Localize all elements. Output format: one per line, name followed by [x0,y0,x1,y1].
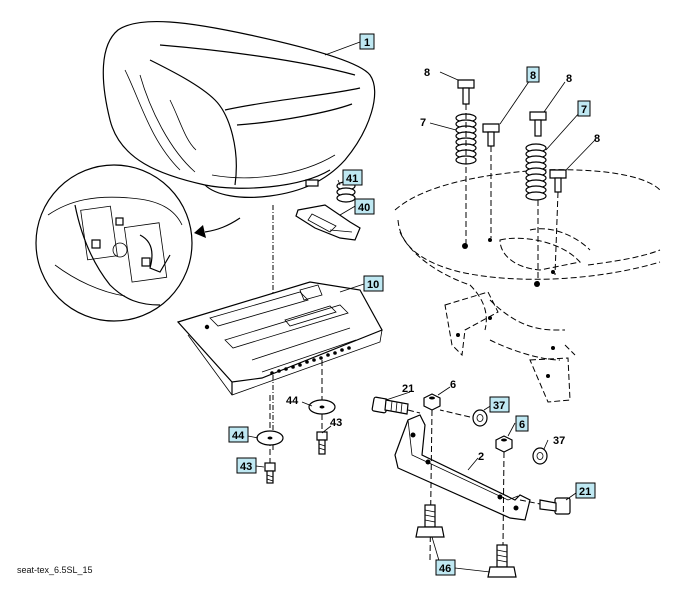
callout-10: 10 [367,279,379,291]
callout-box [577,100,591,117]
callout-37: 37 [553,435,565,447]
arrow-head [194,225,206,238]
callout-box [228,426,249,443]
bolt-46-left [415,504,445,538]
callout-8: 8 [424,67,430,79]
spring-7-right [525,143,547,201]
figure-caption: seat-tex_6.5SL_15 [17,565,93,575]
callout-43: 43 [330,417,342,429]
callouts: 1 8 8 8 8 7 7 41 40 10 21 6 37 6 37 44 4… [228,33,600,576]
bolt-8-b [482,123,500,238]
callout-6: 6 [450,379,456,391]
spring-41 [336,181,356,203]
callout-1: 1 [364,37,370,49]
seat-pan [176,281,383,396]
tractor-frame [394,169,661,403]
spring-7-left [455,113,477,165]
callout-box [359,33,375,50]
callout-box [515,415,529,432]
screw-43-right [316,431,328,455]
callout-box [526,66,540,83]
screw-43-left [264,462,276,484]
callout-40: 40 [358,202,370,214]
callout-21: 21 [402,383,414,395]
nut-37-a [439,409,488,427]
callout-6: 6 [519,419,525,431]
detail-magnifier [35,164,193,322]
bolt-8-c [529,111,547,282]
bolt-46-right [487,544,517,578]
nut-6-a [423,393,441,561]
bolt-21-left [371,396,421,415]
callout-box [575,482,596,499]
bolt-8-a [457,79,475,245]
callout-21: 21 [579,486,591,498]
callout-7: 7 [581,104,587,116]
nut-6-b [495,435,513,546]
callout-8: 8 [566,73,572,85]
seat [102,20,376,198]
callout-37: 37 [493,400,505,412]
callout-7: 7 [420,117,426,129]
callout-8: 8 [594,133,600,145]
bolt-8-d [549,169,567,276]
mounting-bracket-2 [394,414,531,521]
arrow [204,217,241,233]
bracket-40 [295,204,361,241]
washer-44-left [256,430,284,446]
washer-44-right [308,399,336,415]
callout-box [354,198,375,215]
callout-41: 41 [346,173,358,185]
callout-44: 44 [232,430,245,442]
callout-43: 43 [240,461,252,473]
callout-44: 44 [286,395,299,407]
adjustment-holes [270,346,351,375]
callout-box [489,396,510,413]
nut-37-b [532,447,548,465]
callout-box [363,275,384,292]
callout-box [435,559,456,576]
callout-8: 8 [530,70,536,82]
bolt-21-right [519,497,571,515]
callout-46: 46 [439,563,451,575]
callout-box [342,169,363,186]
callout-box [236,457,257,474]
leader-lines [247,41,596,573]
callout-2: 2 [478,451,484,463]
